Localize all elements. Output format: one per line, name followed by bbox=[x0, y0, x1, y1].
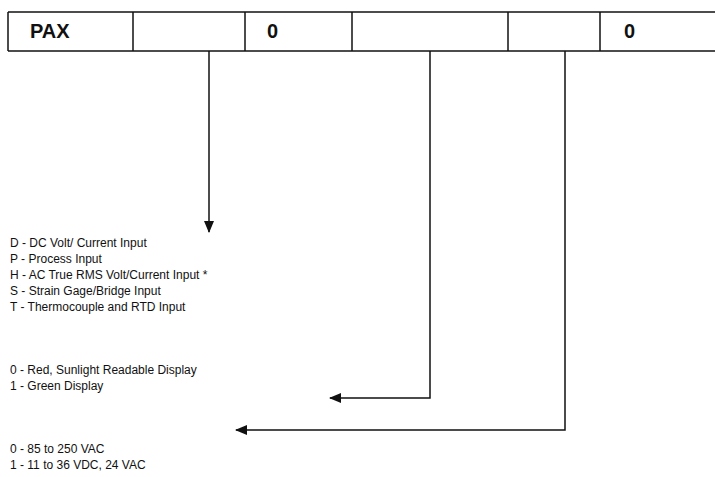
display-arrow bbox=[330, 51, 430, 398]
cell-text: 0 bbox=[267, 20, 278, 43]
option-label: S - Strain Gage/Bridge Input bbox=[10, 284, 161, 298]
option-label: P - Process Input bbox=[10, 252, 102, 266]
code-cell: 0 bbox=[600, 12, 715, 51]
code-cell: 0 bbox=[245, 12, 352, 51]
option-label: 0 - Red, Sunlight Readable Display bbox=[10, 363, 197, 377]
input-arrow bbox=[208, 51, 210, 232]
option-label: 1 - Green Display bbox=[10, 379, 103, 393]
option-label: T - Thermocouple and RTD Input bbox=[10, 300, 185, 314]
code-cell: PAX bbox=[8, 12, 133, 51]
option-label: 0 - 85 to 250 VAC bbox=[10, 442, 105, 456]
code-table bbox=[8, 12, 715, 51]
option-label: D - DC Volt/ Current Input bbox=[10, 236, 147, 250]
option-label: H - AC True RMS Volt/Current Input * bbox=[10, 268, 207, 282]
power-arrow bbox=[236, 51, 565, 430]
leader-arrows bbox=[209, 51, 565, 430]
cell-text: 0 bbox=[624, 20, 635, 43]
cell-text: PAX bbox=[30, 20, 70, 43]
option-label: 1 - 11 to 36 VDC, 24 VAC bbox=[10, 458, 146, 472]
